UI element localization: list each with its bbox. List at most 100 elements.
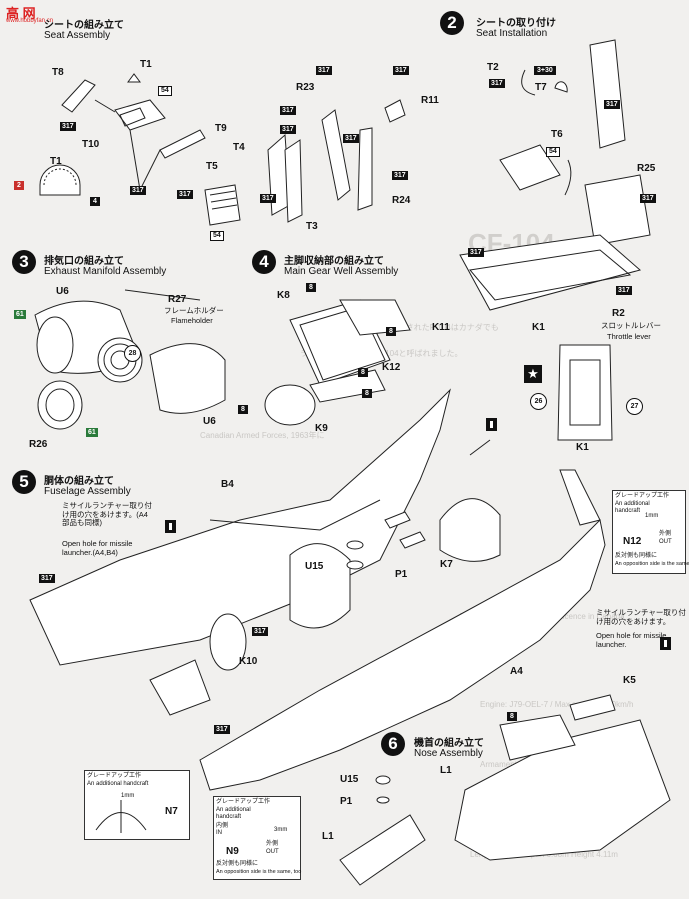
color-317-tag: 317	[468, 248, 484, 257]
missile-hole-note-jp: ミサイルランチャー取り付け用の穴をあけます。(A4部品も同様)	[62, 501, 152, 528]
step-5-number: 5	[12, 470, 36, 494]
step-1-title-en: Seat Assembly	[44, 30, 111, 41]
in-en: IN	[216, 830, 222, 836]
part-b4-label: B4	[221, 479, 234, 490]
color-317-tag: 317	[39, 574, 55, 583]
part-k12-label: K12	[382, 362, 401, 373]
missile-hole-note-en: Open hole for missile launcher.(A4,B4)	[62, 539, 133, 557]
part-r27-label: R27	[168, 294, 187, 305]
color-317-tag: 317	[616, 286, 632, 295]
part-r25-label: R25	[637, 163, 656, 174]
part-u6b-label: U6	[203, 416, 216, 427]
part-r11-label: R11	[421, 95, 439, 106]
in-jp: 内側	[216, 823, 229, 829]
out-en: OUT	[659, 539, 672, 545]
color-317-tag: 317	[343, 134, 359, 143]
step-6-number: 6	[381, 732, 405, 756]
part-k7-label: K7	[440, 559, 453, 570]
part-k11-label: K11	[432, 322, 450, 333]
part-k10-label: K10	[239, 656, 258, 667]
n7-wire-diagram	[95, 800, 147, 833]
part-n9-label: N9	[226, 846, 239, 857]
part-t9-label: T9	[215, 123, 227, 134]
part-k5-label: K5	[623, 675, 636, 686]
opposite-en: An opposition side is the same, too	[216, 869, 302, 875]
part-t4-label: T4	[233, 142, 245, 153]
color-8-tag: 8	[362, 389, 372, 398]
color-317-tag: 317	[316, 66, 332, 75]
color-317-tag: 317	[489, 79, 505, 88]
color-54-tag: 54	[546, 147, 560, 157]
step-4-number: 4	[252, 250, 276, 274]
part-r26-label: R26	[29, 439, 48, 450]
opposite-jp: 反対側も同様に	[615, 553, 658, 559]
part-t1-label: T1	[140, 59, 152, 70]
dim-1mm: 1mm	[121, 793, 135, 799]
part-t5-label: T5	[206, 161, 218, 172]
part-a4-label: A4	[510, 666, 523, 677]
color-317-tag: 317	[280, 125, 296, 134]
part-u15b-label: U15	[340, 774, 359, 785]
step-3-title-jp: 排気口の組み立て	[44, 256, 124, 267]
color-8-tag: 8	[507, 712, 517, 721]
step-2-number: 2	[440, 11, 464, 35]
color-54-tag: 54	[158, 86, 172, 96]
star-insignia-icon: ★	[524, 365, 542, 383]
missile-hole2-note-jp: ミサイルランチャー取り付け用の穴をあけます。	[596, 608, 686, 626]
color-4-tag: 4	[90, 197, 100, 206]
part-k1-label: K1	[532, 322, 545, 333]
color-2-tag: 2	[14, 181, 24, 190]
part-n12-label: N12	[623, 536, 642, 547]
color-27-circle: 27	[626, 398, 643, 415]
color-3-30-tag: 3+30	[534, 66, 556, 75]
part-t6-label: T6	[551, 129, 563, 140]
color-317-tag: 317	[60, 122, 76, 131]
missile-hole2-note-en: Open hole for missile launcher.	[596, 631, 667, 649]
background-line-5: Engine: J79-OEL-7 / Max speed 2,330km/h	[480, 700, 634, 709]
step-4-title-jp: 主脚収納部の組み立て	[284, 256, 384, 267]
grade-up-jp: グレードアップ工作	[615, 493, 670, 499]
step-5-title-jp: 胴体の組み立て	[44, 476, 114, 487]
color-61-tag: 61	[14, 310, 26, 319]
color-8-tag: 8	[386, 327, 396, 336]
part-k8-label: K8	[277, 290, 290, 301]
opposite-jp: 反対側も同様に	[216, 861, 259, 867]
out-jp: 外側	[659, 531, 672, 537]
drill-hole-icon	[660, 637, 671, 650]
part-t3-label: T3	[306, 221, 318, 232]
color-54-tag: 54	[210, 231, 224, 241]
color-317-tag: 317	[130, 186, 146, 195]
part-k9-label: K9	[315, 423, 328, 434]
part-p1-label: P1	[395, 569, 408, 580]
color-61-tag: 61	[86, 428, 98, 437]
grade-up-box-n7: グレードアップ工作 An additional handcraft 1mm N7	[84, 770, 190, 840]
color-26-circle: 26	[530, 393, 547, 410]
part-r24-label: R24	[392, 195, 411, 206]
part-l1-label: L1	[440, 765, 452, 776]
part-k1b-label: K1	[576, 442, 589, 453]
color-8-tag: 8	[358, 368, 368, 377]
step-4-title-en: Main Gear Well Assembly	[284, 266, 399, 277]
dim-3mm: 3mm	[274, 827, 288, 833]
grade-up-en: An additional handcraft	[615, 501, 650, 514]
color-317-tag: 317	[393, 66, 409, 75]
background-line-3: Canadian Armed Forces, 1963年に	[200, 431, 325, 440]
grade-up-en: An additional handcraft	[216, 807, 251, 820]
part-n7-label: N7	[165, 806, 178, 817]
color-317-tag: 317	[260, 194, 276, 203]
step-6-title-jp: 機首の組み立て	[414, 738, 484, 749]
throttle-lever-en: Throttle lever	[607, 332, 651, 341]
step-2-title-en: Seat Installation	[476, 28, 548, 39]
part-l1b-label: L1	[322, 831, 334, 842]
watermark-logo: 高 网	[6, 6, 36, 21]
color-28-circle: 28	[124, 345, 141, 362]
opposite-en: An opposition side is the same, too	[615, 561, 689, 567]
color-8-tag: 8	[238, 405, 248, 414]
color-317-tag: 317	[604, 100, 620, 109]
step-2-title-jp: シートの取り付け	[476, 18, 556, 29]
color-8-tag: 8	[306, 283, 316, 292]
color-317-tag: 317	[252, 627, 268, 636]
dim-1mm: 1mm	[645, 513, 659, 519]
